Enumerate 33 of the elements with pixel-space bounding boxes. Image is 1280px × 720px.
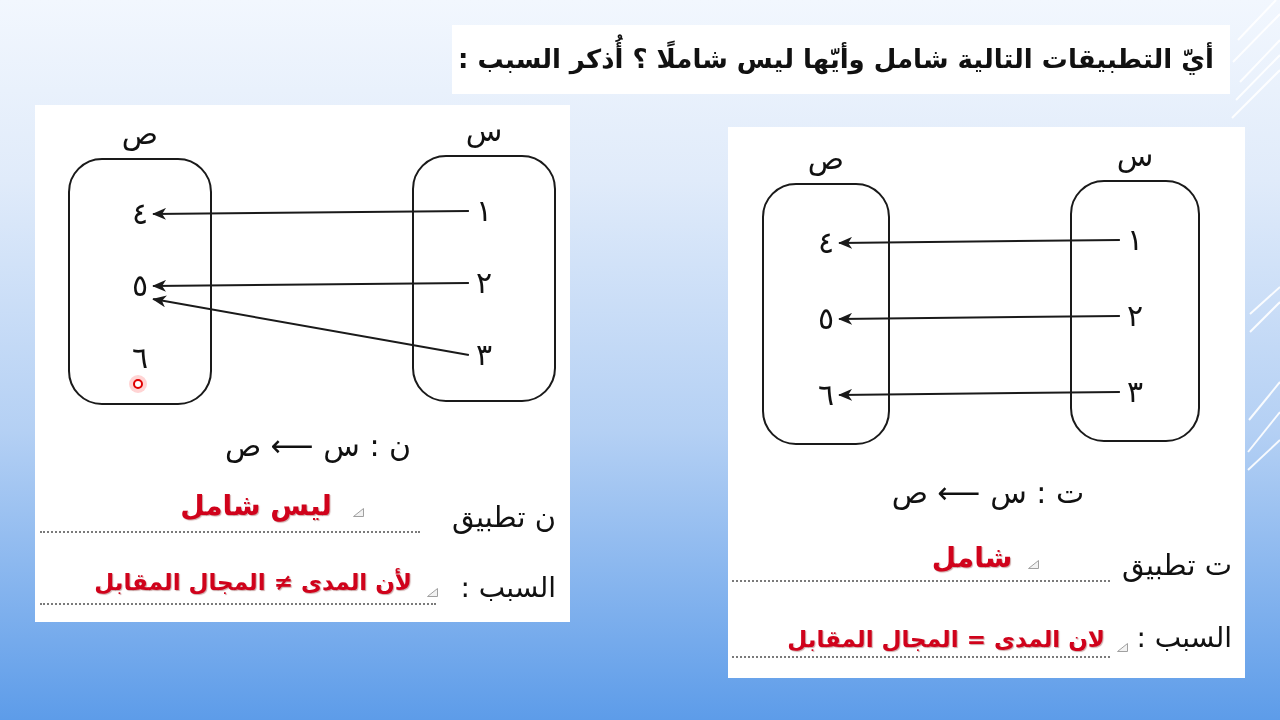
arrow [838,236,1121,249]
statement-text: ن تطبيق [451,499,556,537]
element-number: ٦ [814,377,838,413]
arrow [152,295,470,356]
answer-text: لأن المدى ≠ المجال المقابل [94,568,412,598]
arrow [152,207,470,220]
arrow [838,312,1121,325]
answer-text: شامل [931,539,1013,576]
arrow [838,388,1121,401]
element-number: ٦ [128,340,152,376]
answer-text: لان المدى = المجال المقابل [787,625,1105,655]
element-number: ٤ [128,196,152,232]
element-number: ١ [472,193,496,229]
element-number: ٤ [814,225,838,261]
element-number: ٥ [128,268,152,304]
element-number: ٣ [1123,374,1147,410]
function-notation: ت : س ⟵ ص [891,473,1085,512]
reason-label: السبب : [460,569,556,606]
function-notation: ن : س ⟵ ص [224,426,412,465]
element-number: ١ [1123,222,1147,258]
set-label: ص [807,140,845,178]
element-number: ٢ [472,265,496,301]
element-number: ٢ [1123,298,1147,334]
statement-text: ت تطبيق [1121,547,1232,585]
question-heading: أيّ التطبيقات التالية شامل وأيّها ليس شاملًا ؟ أُذكر السبب : [452,25,1230,94]
arrow [152,279,470,292]
set-label: س [465,112,503,150]
element-number: ٥ [814,301,838,337]
reason-label: السبب : [1136,619,1232,656]
set-label: س [1116,137,1154,175]
answer-text: ليس شامل [180,487,332,524]
set-label: ص [121,115,159,153]
element-number: ٣ [472,337,496,373]
